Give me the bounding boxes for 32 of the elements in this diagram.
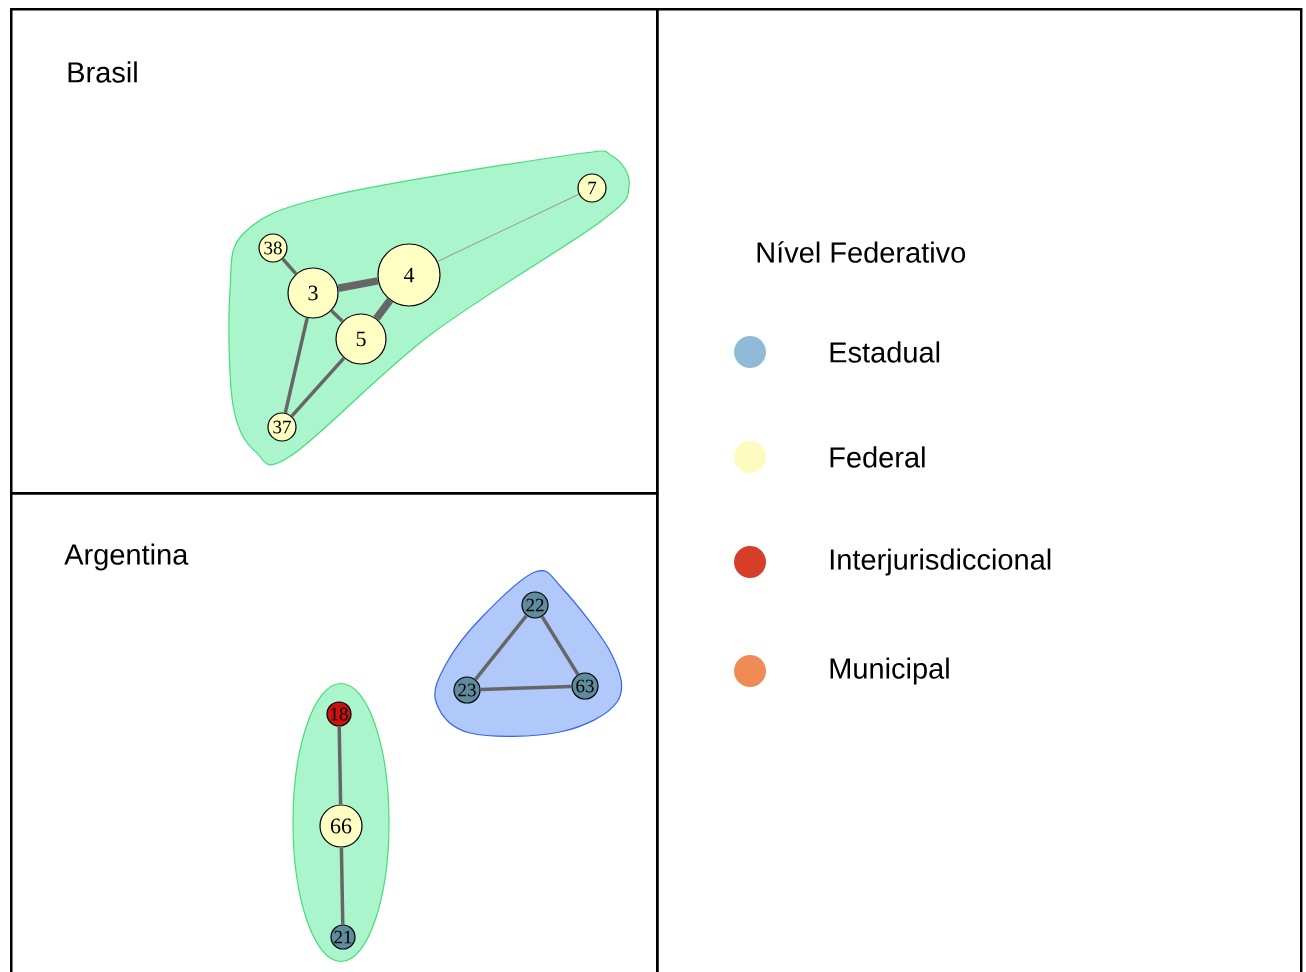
graph-node: 63 — [571, 672, 599, 700]
graph-node: 66 — [319, 804, 363, 848]
graph-node: 5 — [335, 313, 387, 365]
graph-edge — [474, 614, 528, 681]
graph-node: 38 — [258, 233, 288, 263]
graph-edge — [290, 356, 346, 418]
legend-label: Federal — [830, 446, 925, 468]
graph-edge — [283, 317, 309, 414]
legend-label: Municipal — [830, 657, 949, 685]
legend-label: Estadual — [830, 341, 940, 363]
panel-heading: Brasil — [68, 61, 137, 83]
panel-heading: Argentina — [64, 543, 189, 571]
legend-label: Interjurisdiccional — [830, 548, 1051, 576]
panel-heading: Nível Federativo — [757, 241, 966, 263]
graph-edge — [373, 298, 394, 321]
graph-edge — [480, 684, 572, 692]
graph-edge — [337, 726, 343, 805]
graph-edge — [339, 847, 345, 925]
cluster-hull — [434, 569, 623, 737]
graph-node: 18 — [326, 701, 352, 727]
graph-edge — [540, 615, 580, 676]
graph-edge — [437, 193, 580, 262]
graph-node: 21 — [330, 924, 356, 950]
graph-node: 23 — [453, 676, 481, 704]
graph-edge — [330, 309, 344, 323]
graph-edge — [337, 277, 379, 292]
graph-node: 7 — [577, 173, 607, 203]
graph-node: 4 — [377, 243, 441, 307]
graph-edge — [281, 257, 298, 276]
graph-node: 3 — [287, 267, 339, 319]
graph-node: 37 — [267, 412, 297, 442]
graph-node: 22 — [521, 591, 549, 619]
